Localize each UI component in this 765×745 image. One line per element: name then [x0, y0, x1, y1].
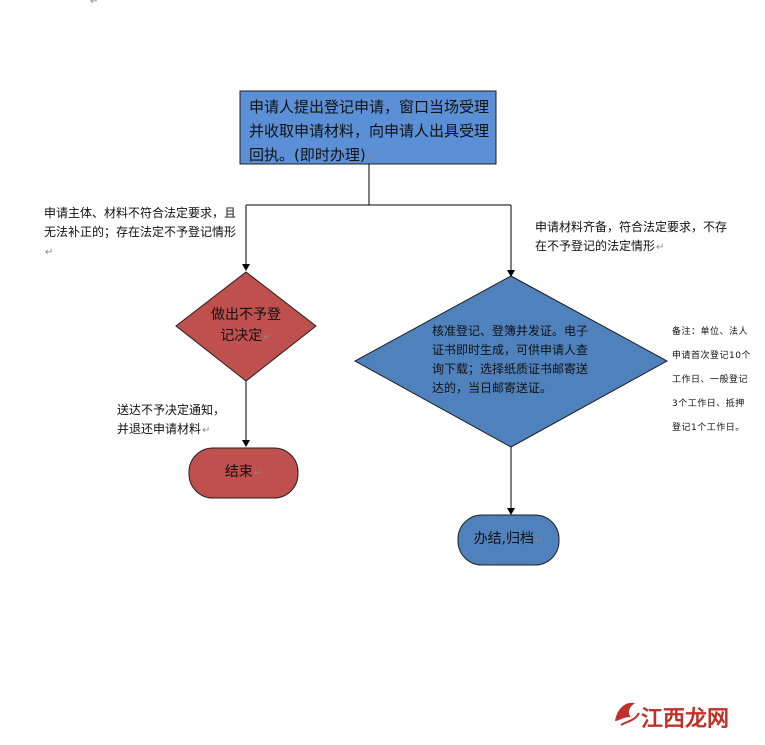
left-condition-label: 申请主体、材料不符合法定要求，且无法补正的；存在法定不予登记情形 — [44, 206, 237, 239]
return-mark: ↵ — [656, 242, 665, 253]
return-mark: ↵ — [366, 152, 376, 163]
end-left-label: 结束 — [224, 464, 253, 480]
end-left-text: 结束↵ — [189, 448, 298, 498]
return-mark: ↵ — [253, 468, 263, 479]
reject-decision-text: 做出不予登记决定↵ — [206, 296, 286, 356]
start-box-shape — [239, 90, 497, 165]
end-left-shape — [188, 447, 299, 499]
note-text: 备注：单位、法人申请首次登记10个工作日、一般登记3个工作日、抵押登记1个工作日… — [672, 327, 751, 433]
return-mark: ↵ — [535, 535, 544, 546]
start-box-label: 申请人提出登记申请，窗口当场受理并收取申请材料，向申请人出具受理回执。(即时办理… — [249, 98, 490, 164]
end-right-label: 办结,归档 — [473, 531, 535, 547]
right-condition-text: 申请材料齐备，符合法定要求，不存在不予登记的法定情形↵ — [535, 218, 727, 257]
end-right-shape — [457, 514, 560, 566]
return-mark: ↵ — [263, 331, 272, 343]
reject-action-text: 送达不予决定通知，并退还申请材料↵ — [117, 401, 227, 440]
left-condition-text: 申请主体、材料不符合法定要求，且无法补正的；存在法定不予登记情形 ↵ — [44, 204, 240, 262]
reject-decision-label: 做出不予登记决定 — [211, 306, 281, 344]
start-box-text: 申请人提出登记申请，窗口当场受理并收取申请材料，向申请人出具受理回执。(即时办理… — [249, 95, 491, 170]
end-right-text: 办结,归档↵ — [458, 515, 559, 565]
return-mark: ↵ — [45, 247, 54, 258]
return-mark: ↵ — [202, 425, 211, 436]
paragraph-mark: ↵ — [90, 0, 99, 7]
approve-decision-label: 核准登记、登簿并发证。电子证书即时生成，可供申请人查询下载；选择纸质证书邮寄送达… — [432, 324, 589, 395]
dragon-logo-icon — [615, 702, 640, 726]
reject-action-label: 送达不予决定通知，并退还申请材料 — [117, 403, 226, 436]
watermark-text: 江西龙网 — [641, 706, 730, 732]
approve-decision-text: 核准登记、登簿并发证。电子证书即时生成，可供申请人查询下载；选择纸质证书邮寄送达… — [432, 322, 590, 398]
right-condition-label: 申请材料齐备，符合法定要求，不存在不予登记的法定情形 — [535, 220, 728, 253]
